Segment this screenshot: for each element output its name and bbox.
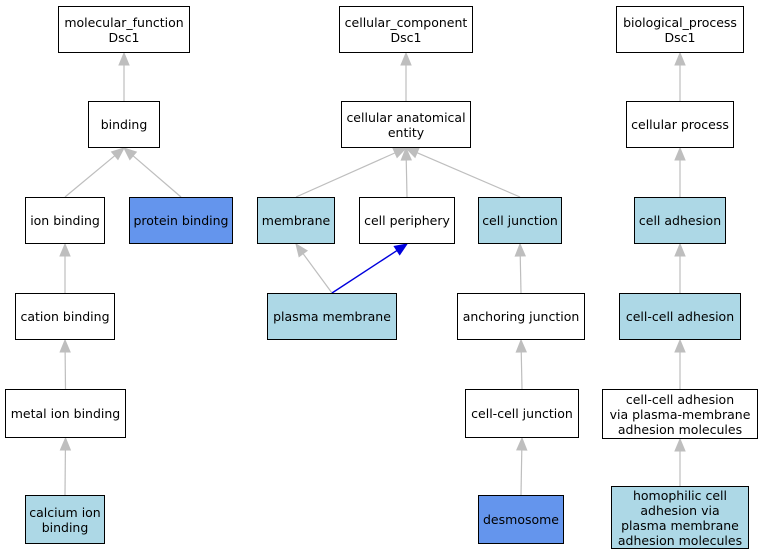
node-ion-binding[interactable]: ion binding [25, 197, 105, 244]
node-homophilic-cell-adhesion[interactable]: homophilic cell adhesion via plasma memb… [611, 486, 749, 549]
node-calcium-ion-binding[interactable]: calcium ion binding [25, 495, 105, 544]
edge-plasma_membrane-to-membrane [302, 253, 333, 294]
arrowhead-cell_cell_junction-to-anchoring_junction [515, 338, 528, 353]
arrowhead-cation_binding-to-ion_binding [59, 242, 71, 257]
arrowhead-desmosome-to-cell_cell_junction [516, 436, 528, 451]
node-cell-junction[interactable]: cell junction [478, 197, 562, 244]
node-desmosome[interactable]: desmosome [478, 495, 564, 544]
node-cellular-component[interactable]: cellular_component Dsc1 [339, 6, 473, 53]
edge-ion_binding-to-binding [64, 155, 116, 198]
node-cell-adhesion[interactable]: cell adhesion [634, 197, 726, 244]
edge-plasma_membrane-to-cell_periphery [331, 249, 398, 294]
arrowhead-anchoring_junction-to-cell_junction [514, 242, 527, 257]
arrowhead-calcium_ion_binding-to-metal_ion_binding [59, 436, 72, 451]
node-membrane[interactable]: membrane [257, 197, 335, 244]
edge-anchoring_junction-to-cell_junction [519, 255, 522, 294]
node-cell-periphery[interactable]: cell periphery [359, 197, 455, 244]
edge-cell_periphery-to-cellular_anatomical_entity [405, 159, 408, 198]
arrowhead-homophilic_cell_adhesion-to-cell_cell_adhesion_pm [674, 437, 686, 452]
arrowhead-binding-to-molecular_function [118, 51, 130, 66]
arrowhead-cell_adhesion-to-cellular_process [674, 146, 686, 161]
edge-cell_junction-to-cellular_anatomical_entity [416, 152, 521, 198]
arrowhead-cellular_process-to-biological_process [674, 51, 686, 66]
node-cell-cell-adhesion-via-plasma-membrane[interactable]: cell-cell adhesion via plasma-membrane a… [602, 389, 758, 439]
node-cell-cell-adhesion[interactable]: cell-cell adhesion [619, 293, 741, 340]
arrowhead-plasma_membrane-to-cell_periphery [393, 243, 409, 256]
arrowhead-cellular_anatomical_entity-to-cellular_component [400, 51, 412, 66]
node-plasma-membrane[interactable]: plasma membrane [267, 293, 397, 340]
node-biological-process[interactable]: biological_process Dsc1 [616, 6, 744, 53]
node-cellular-anatomical-entity[interactable]: cellular anatomical entity [341, 101, 471, 148]
arrowhead-cell_periphery-to-cellular_anatomical_entity [400, 146, 413, 161]
arrowhead-protein_binding-to-binding [123, 147, 138, 161]
node-cation-binding[interactable]: cation binding [15, 293, 115, 340]
node-molecular-function[interactable]: molecular_function Dsc1 [58, 6, 190, 53]
edge-membrane-to-cellular_anatomical_entity [295, 152, 396, 198]
arrowhead-cell_cell_adhesion-to-cell_adhesion [674, 242, 686, 257]
node-cell-cell-junction[interactable]: cell-cell junction [465, 389, 579, 438]
arrowhead-membrane-to-cellular_anatomical_entity [392, 147, 408, 159]
edge-cell_cell_junction-to-anchoring_junction [520, 351, 523, 390]
arrowhead-ion_binding-to-binding [110, 147, 126, 161]
node-protein-binding[interactable]: protein binding [129, 197, 233, 244]
arrowhead-cell_junction-to-cellular_anatomical_entity [404, 147, 420, 159]
edge-desmosome-to-cell_cell_junction [520, 449, 523, 496]
node-anchoring-junction[interactable]: anchoring junction [457, 293, 585, 340]
node-binding[interactable]: binding [88, 101, 160, 148]
node-cellular-process[interactable]: cellular process [626, 101, 734, 148]
arrowhead-cell_cell_adhesion_pm-to-cell_cell_adhesion [674, 338, 686, 353]
node-metal-ion-binding[interactable]: metal ion binding [5, 389, 126, 438]
arrowhead-plasma_membrane-to-membrane [295, 242, 309, 258]
arrowhead-metal_ion_binding-to-cation_binding [59, 338, 71, 353]
edge-protein_binding-to-binding [132, 155, 182, 198]
